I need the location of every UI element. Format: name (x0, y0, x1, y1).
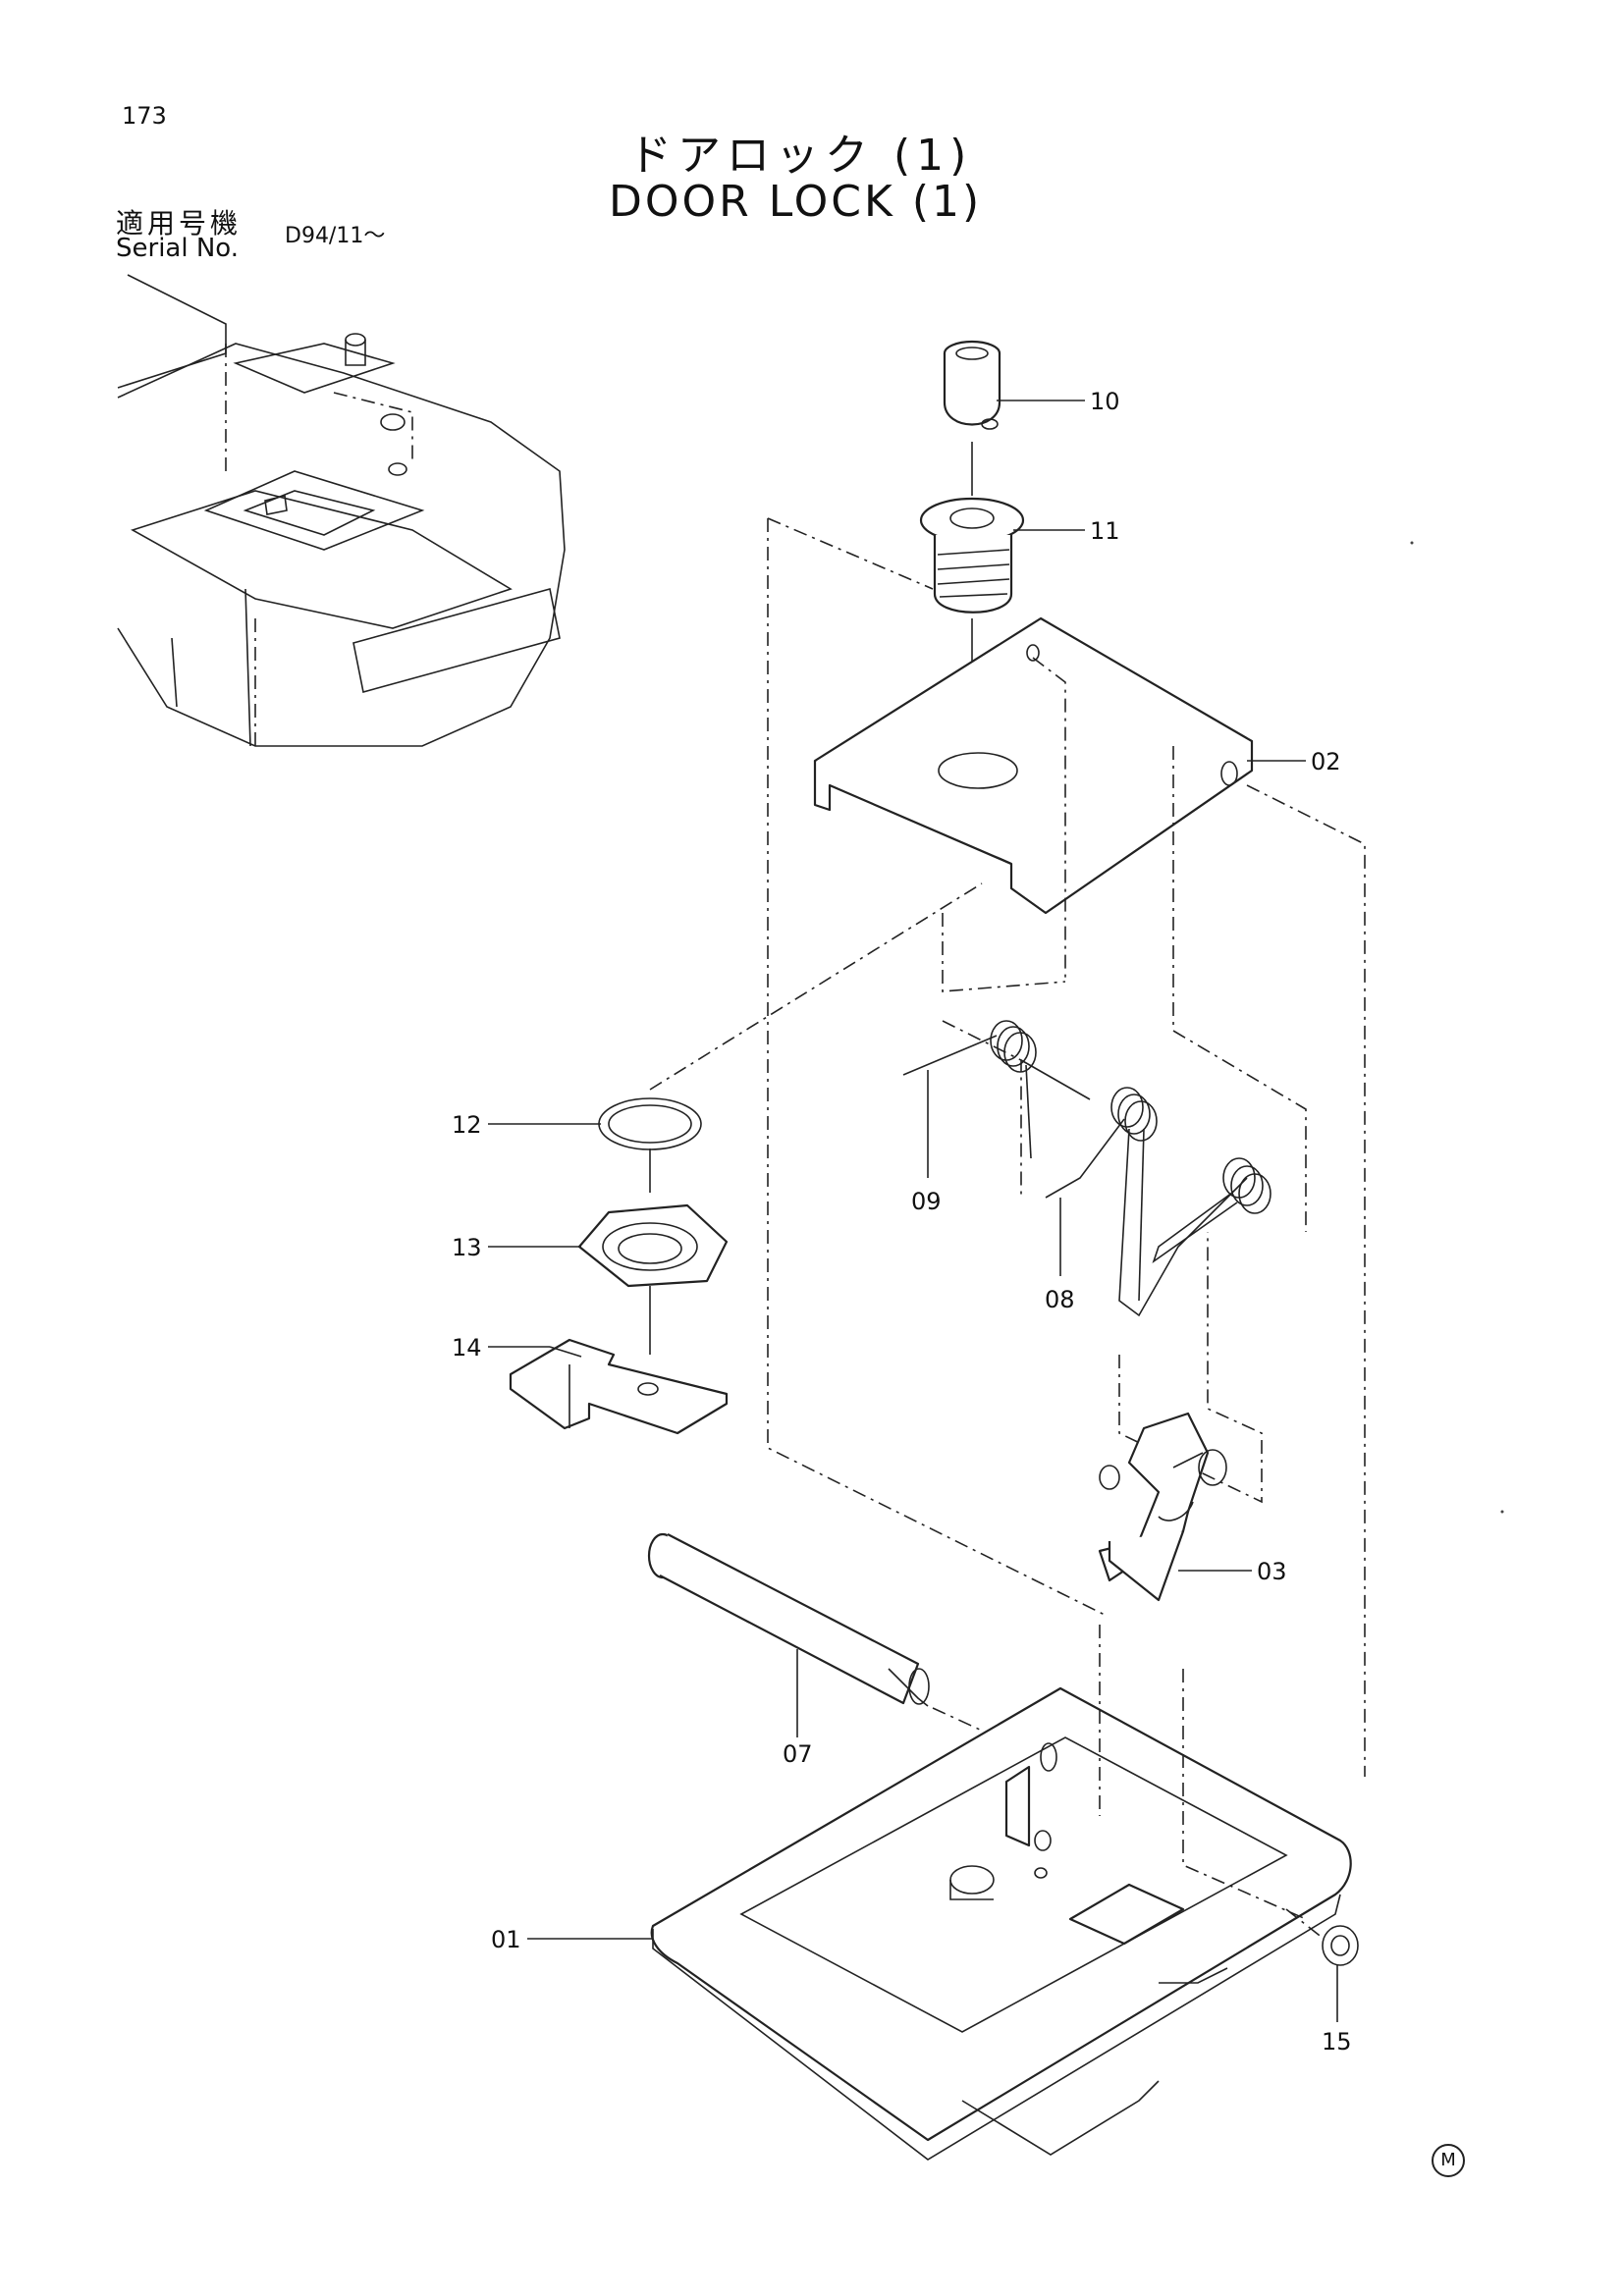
part-spring-right (1152, 1157, 1271, 1264)
callout-labels: 10 11 02 09 08 03 07 12 13 14 01 15 (452, 388, 1352, 2056)
callout-01: 01 (491, 1926, 521, 1953)
callout-15: 15 (1322, 2028, 1352, 2056)
cam-area-outline (1118, 1232, 1263, 1504)
callout-08: 08 (1045, 1286, 1075, 1313)
callout-07: 07 (783, 1740, 813, 1768)
m-mark: M (1432, 2144, 1465, 2177)
part-11-bushing (919, 497, 1025, 756)
part-02-bracket (813, 616, 1307, 1232)
page-number: 173 (122, 102, 167, 130)
part-15-e-ring (1285, 1908, 1359, 2022)
assembly-outline (767, 518, 1106, 1616)
part-03-pawl (1098, 1412, 1227, 1602)
assembly-outline-right (1246, 784, 1366, 1777)
part-08-spring (1045, 1087, 1248, 1317)
part-10-knob (943, 340, 1001, 496)
part-14-plate (509, 1338, 729, 1435)
callout-03: 03 (1257, 1558, 1287, 1585)
part-09-spring (902, 1020, 1091, 1178)
title-japanese: ドアロック (1) (628, 131, 973, 181)
serial-label-english: Serial No. (116, 234, 239, 263)
part-07-pin (647, 1532, 1052, 1763)
machine-location-thumbnail (117, 274, 566, 747)
callout-12: 12 (452, 1111, 482, 1139)
serial-label-japanese: 適用号機 (116, 207, 243, 240)
part-13-nut (577, 1203, 729, 1355)
part-12-snap-ring (598, 882, 983, 1193)
assembly-outline-left-top (767, 517, 934, 590)
callout-10: 10 (1090, 388, 1120, 415)
speck (1500, 1510, 1504, 1514)
serial-value: D94/11～ (285, 224, 386, 248)
speck (1410, 541, 1414, 545)
title-english: DOOR LOCK (1) (609, 177, 983, 227)
callout-13: 13 (452, 1234, 482, 1261)
callout-14: 14 (452, 1334, 482, 1362)
callout-11: 11 (1090, 517, 1120, 545)
part-01-base-plate (650, 1625, 1352, 2161)
callout-09: 09 (911, 1188, 942, 1215)
callout-02: 02 (1311, 748, 1341, 775)
leader-lines (488, 400, 1306, 1940)
